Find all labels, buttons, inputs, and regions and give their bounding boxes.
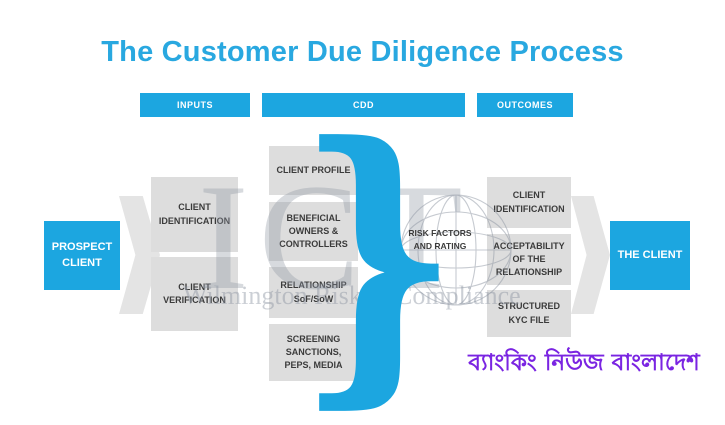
outcome-box-client-identification: CLIENT IDENTIFICATION [487, 177, 571, 228]
cdd-box-screening: SCREENING SANCTIONS, PEPS, MEDIA [269, 324, 358, 381]
cdd-box-beneficial-owners: BENEFICIAL OWNERS & CONTROLLERS [269, 202, 358, 261]
footer-bengali-text: ব্যাংকিং নিউজ বাংলাদেশ [468, 350, 700, 376]
the-client-box: THE CLIENT [610, 221, 690, 290]
outcome-box-acceptability: ACCEPTABILITY OF THE RELATIONSHIP [487, 234, 571, 285]
risk-factors-label: RISK FACTORS AND RATING [408, 228, 472, 251]
outcome-box-kyc-file: STRUCTURED KYC FILE [487, 290, 571, 337]
curly-brace-icon: } [296, 80, 460, 425]
page-title: The Customer Due Diligence Process [101, 36, 624, 68]
input-box-client-verification: CLIENT VERIFICATION [151, 257, 238, 331]
cdd-box-client-profile: CLIENT PROFILE [269, 146, 358, 195]
column-header-cdd: CDD [262, 93, 465, 117]
cdd-box-relationship: RELATIONSHIP SoF/SoW [269, 267, 358, 318]
column-header-outcomes: OUTCOMES [477, 93, 573, 117]
flow-arrow-right-icon [571, 196, 610, 314]
column-header-inputs: INPUTS [140, 93, 250, 117]
input-box-client-identification: CLIENT IDENTIFICATION [151, 177, 238, 252]
prospect-client-box: PROSPECT CLIENT [44, 221, 120, 290]
